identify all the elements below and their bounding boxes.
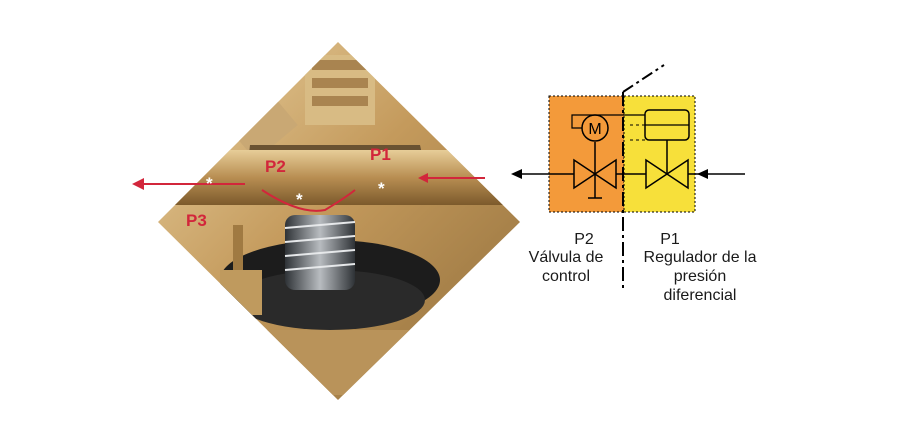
caption-regulator-line3: diferencial (664, 287, 737, 304)
svg-text:M: M (588, 121, 601, 138)
flow-arrow-photo-left (132, 178, 245, 190)
signal-line (571, 114, 650, 129)
outlet-arrow-head (511, 169, 522, 179)
caption-regulator-code: P1 (660, 231, 680, 248)
motor-icon: M (581, 114, 609, 142)
control-valve-symbol (573, 142, 617, 199)
photo-marker-p2: * (296, 190, 303, 209)
impulse-lines (630, 124, 645, 141)
inlet-arrow-head (697, 169, 708, 179)
caption-control-code: P2 (574, 231, 594, 248)
photo-marker-p1: * (378, 179, 385, 198)
diaphragm-actuator-icon (644, 109, 690, 141)
caption-regulator-line2: presión (674, 268, 726, 285)
valve-cutaway-photo (158, 42, 520, 400)
regulator-valve-symbol (645, 140, 689, 190)
control-valve-box (548, 95, 625, 213)
caption-control-line1: Válvula de (529, 249, 604, 266)
photo-label-p1: P1 (370, 145, 391, 164)
photo-label-p3: P3 (186, 211, 207, 230)
divider-line-upper (622, 64, 665, 93)
caption-control-line2: control (542, 268, 590, 285)
flow-arrow-photo-right (418, 173, 485, 183)
photo-label-p2: P2 (265, 157, 286, 176)
caption-regulator-line1: Regulador de la (644, 249, 757, 266)
photo-marker-p3: * (206, 174, 213, 193)
